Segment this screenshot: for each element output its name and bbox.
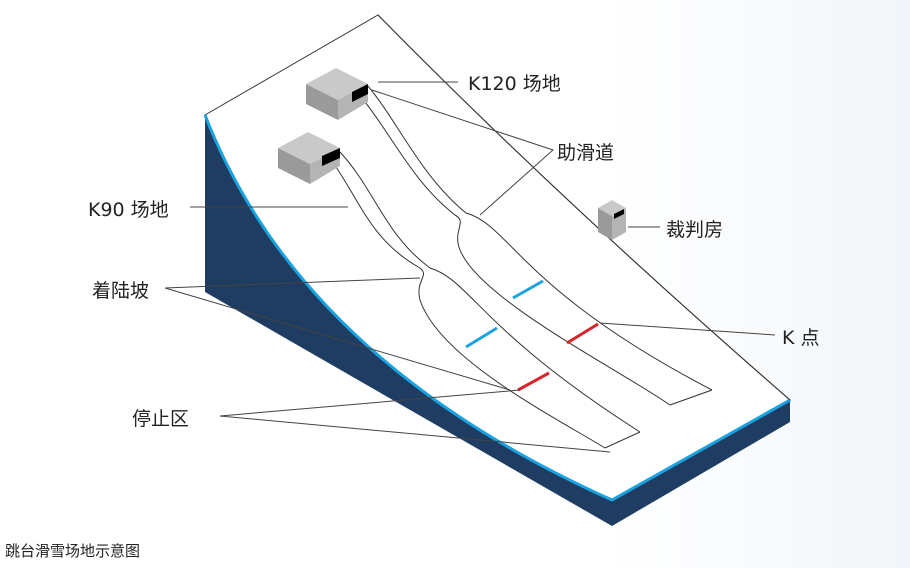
k120-track [355,14,791,406]
k120-k-point-mark [566,322,599,345]
hill-edge-highlight [203,114,791,502]
label-inrun: 助滑道 [557,142,615,164]
label-landing-slope: 着陆坡 [92,280,150,302]
label-judge-tower: 裁判房 [666,219,724,241]
k90-start-house [278,132,340,184]
label-outrun: 停止区 [132,408,190,430]
k90-k-point-mark [517,371,550,392]
hill-side-face [205,115,612,526]
label-k-point: K 点 [782,327,820,349]
hill-front-face [612,400,790,526]
figure-caption: 跳台滑雪场地示意图 [5,542,141,560]
k120-start-house [306,68,368,120]
k90-track [329,151,641,449]
leader-lines [164,81,776,453]
label-k120-venue: K120 场地 [468,73,561,95]
k120-p-point-mark [512,279,544,300]
label-k90-venue: K90 场地 [88,199,169,221]
k90-p-point-mark [465,326,498,349]
judge-tower [598,200,626,240]
